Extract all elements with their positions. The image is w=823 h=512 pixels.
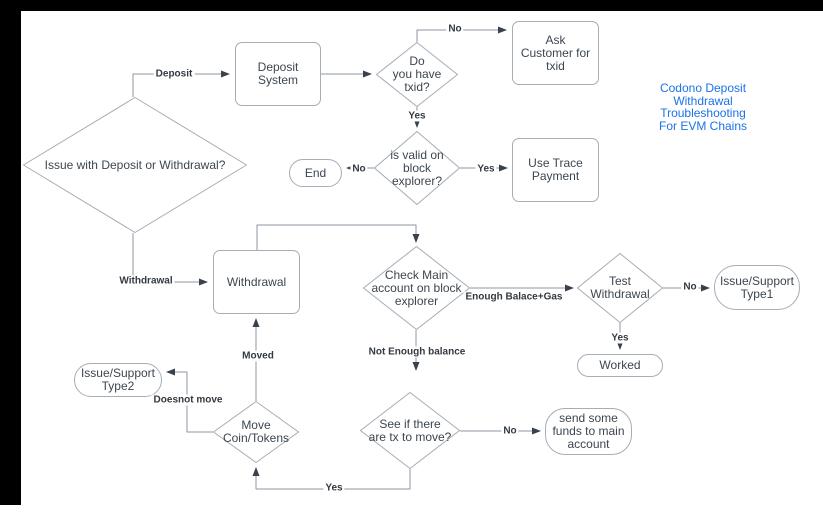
node-label: Deposit System [257,60,299,87]
letterbox-top-bar [0,0,823,11]
edge-label-yes-test: Yes [609,332,631,344]
node-issue-type1: Issue/Support Type1 [714,265,800,310]
node-deposit-system: Deposit System [235,42,321,106]
edge-deposit [132,70,230,97]
node-ask-customer: Ask Customer for txid [512,21,599,85]
edge-label-yes-txid: Yes [406,110,428,122]
node-label: Use Trace Payment [528,156,583,183]
edge-label-deposit: Deposit [153,68,195,80]
node-use-trace: Use Trace Payment [512,138,599,202]
node-withdrawal: Withdrawal [213,250,300,314]
edge-label-enough: Enough Balace+Gas [463,291,565,303]
node-label: Withdrawal [226,274,287,289]
node-label: Issue with Deposit or Withdrawal? [44,157,226,172]
node-txid-decision: Do you have txid? [376,42,458,107]
node-end: End [289,159,342,187]
edge-withdrawal-check [256,224,420,250]
node-label: Move Coin/Tokens [222,418,290,445]
node-label: Ask Customer for txid [520,32,591,73]
edge-label-yes-valid: Yes [475,163,497,175]
edge-label-doesnot-move: Doesnot move [151,394,225,406]
edge-label-no-txid: No [446,23,464,35]
diagram-title: Codono Deposit Withdrawal Troubleshootin… [658,81,748,133]
node-label: Worked [599,358,641,372]
edge-label-moved: Moved [240,350,276,362]
node-label: Check Main account on block explorer [371,267,462,308]
node-label: is valid on block explorer? [390,147,444,188]
node-issue-type2: Issue/Support Type2 [74,363,162,397]
edge-label-no-txs: No [501,425,519,437]
letterbox-left-bar [0,0,21,505]
node-test-withdrawal: Test Withdrawal [577,253,663,323]
node-label: Do you have txid? [392,54,442,94]
node-valid-decision: is valid on block explorer? [374,131,460,205]
node-send-funds: send some funds to main account [545,408,632,455]
edge-txid-no [416,26,507,42]
edge-label-no-test: No [681,281,699,293]
node-move-coins: Move Coin/Tokens [213,401,299,463]
node-label: Issue/Support Type2 [80,366,156,393]
edge-label-no-valid: No [350,163,368,175]
node-check-main: Check Main account on block explorer [363,246,470,330]
edge-label-not-enough: Not Enough balance [366,346,468,358]
node-label: See if there are tx to move? [368,416,452,444]
node-see-if: See if there are tx to move? [360,392,460,469]
node-main-decision: Issue with Deposit or Withdrawal? [23,97,247,233]
node-label: Test Withdrawal [590,274,650,301]
node-worked: Worked [577,354,663,377]
node-label: send some funds to main account [552,411,625,451]
node-label: Issue/Support Type1 [719,273,795,301]
node-label: End [304,165,327,180]
edge-label-yes-loop: Yes [323,482,345,494]
edge-label-withdrawal: Withdrawal [117,275,175,287]
